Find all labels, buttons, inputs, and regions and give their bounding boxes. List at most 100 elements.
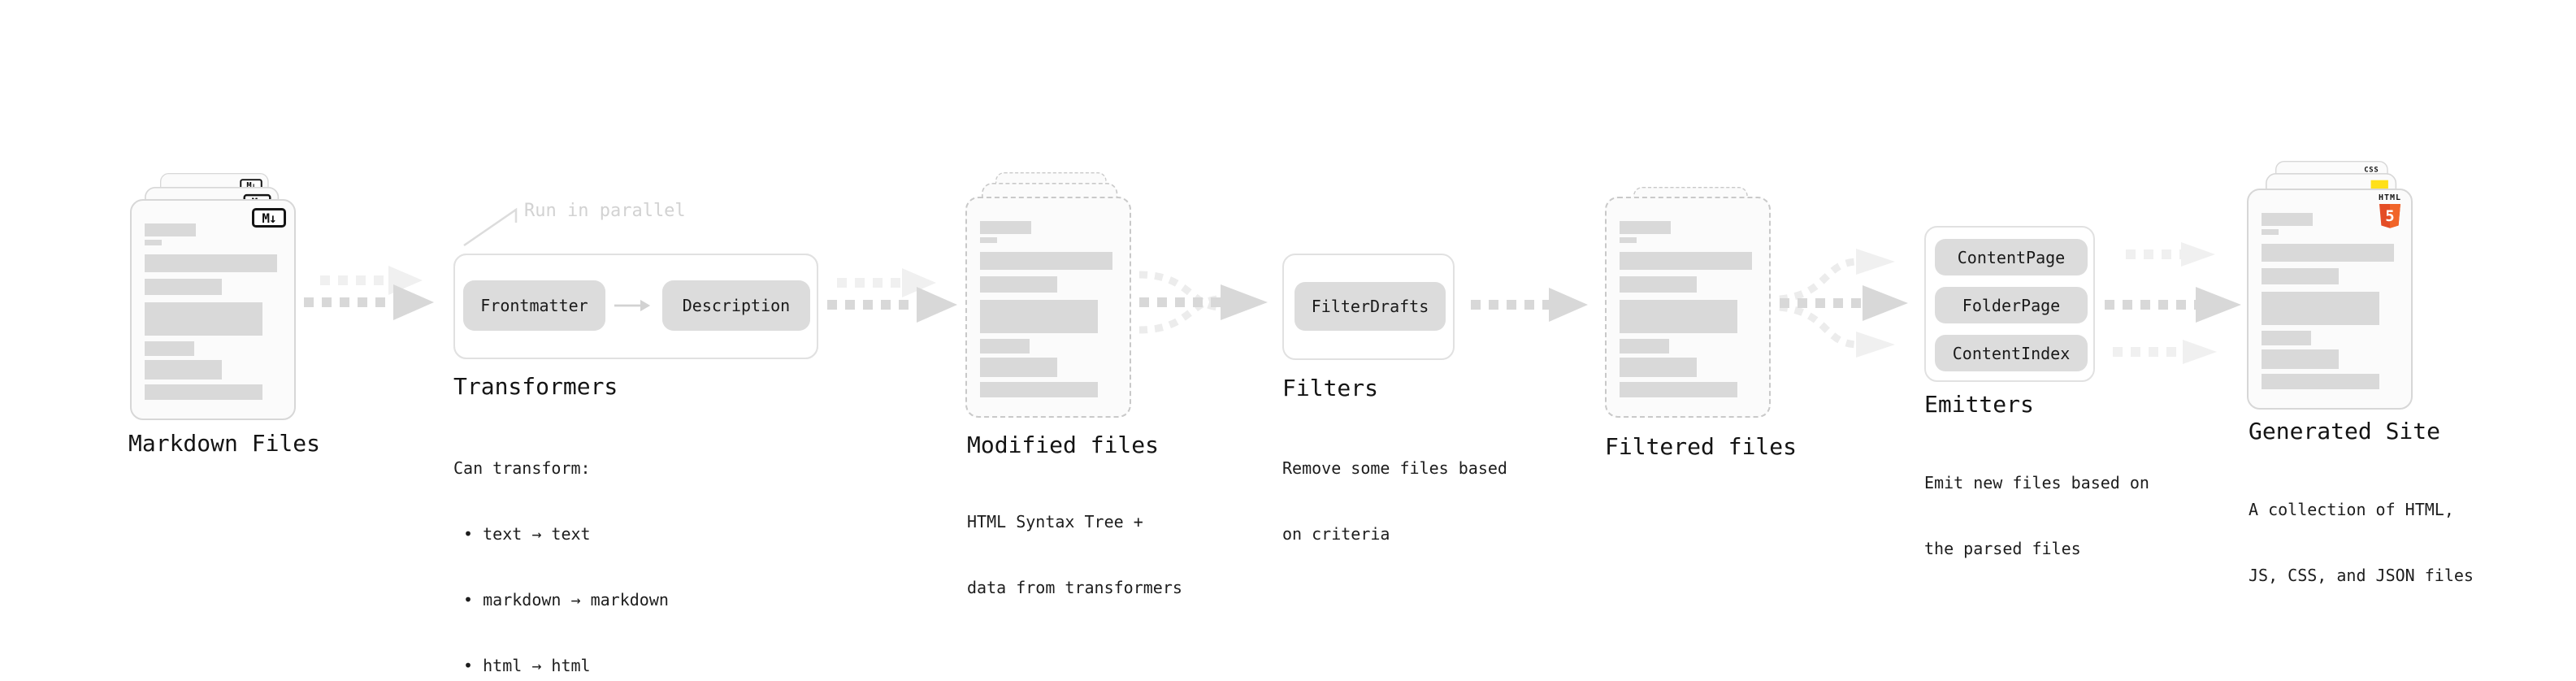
emitters-description: Emit new files based on the parsed files: [1924, 428, 2149, 604]
text-line-placeholder: [1620, 221, 1671, 234]
html5-shield: 5: [2379, 204, 2401, 228]
arrowhead-middle: [2196, 287, 2241, 323]
text-line-placeholder: [2262, 292, 2379, 325]
file-card: [1605, 197, 1771, 418]
emitter-contentpage: ContentPage: [1935, 239, 2088, 275]
text-line-placeholder: [2262, 229, 2279, 235]
transformers-bullet: • text → text: [453, 524, 591, 544]
text-line-placeholder: [1620, 237, 1637, 243]
arrow-modified-to-filters-converge: [1138, 271, 1268, 334]
markdown-badge-label: M↓: [246, 180, 256, 191]
leader-line: [463, 207, 518, 247]
text-line-placeholder: [1620, 276, 1697, 293]
run-in-parallel-leader-line: [463, 207, 518, 247]
generated-desc-line: JS, CSS, and JSON files: [2249, 566, 2474, 585]
text-line-placeholder: [145, 254, 277, 272]
filter-filterdrafts: FilterDrafts: [1295, 282, 1446, 331]
emitters-desc-line: the parsed files: [1924, 539, 2081, 558]
emitter-folderpage: FolderPage: [1935, 287, 2088, 323]
js-logo-badge: [2370, 180, 2388, 189]
arrowhead-bottom: [2183, 340, 2217, 364]
emitters-box: ContentPage FolderPage ContentIndex: [1924, 226, 2095, 382]
filters-box: FilterDrafts: [1282, 254, 1455, 360]
arrow-filters-to-filtered: [1471, 288, 1588, 322]
arrow-markdown-to-transformers: [304, 266, 434, 320]
text-line-placeholder: [980, 339, 1030, 354]
file-content-lines: [1620, 221, 1752, 397]
file-content-lines: [980, 221, 1112, 397]
generated-site-title: Generated Site: [2249, 418, 2441, 445]
diverge-path-bottom: [1779, 303, 1857, 349]
css-badge-label: CSS: [2364, 166, 2379, 175]
run-in-parallel-note: Run in parallel: [524, 201, 686, 221]
arrow-emitters-to-generated: [2105, 242, 2241, 364]
file-card: HTML 5: [2247, 189, 2413, 410]
modified-files-description: HTML Syntax Tree + data from transformer…: [967, 467, 1182, 643]
markdown-logo-badge: M↓: [252, 208, 286, 228]
text-line-placeholder: [2262, 374, 2379, 389]
transformer-box: Frontmatter Description: [453, 254, 818, 359]
arrow-transformers-to-modified: [827, 268, 957, 323]
arrow-filtered-to-emitters-diverge: [1779, 249, 1908, 358]
text-line-placeholder: [1620, 358, 1697, 377]
html5-badge-number: 5: [2385, 207, 2395, 225]
modified-desc-line: HTML Syntax Tree +: [967, 512, 1143, 531]
emitters-desc-line: Emit new files based on: [1924, 473, 2149, 492]
filters-description: Remove some files based on criteria: [1282, 414, 1507, 589]
text-line-placeholder: [980, 221, 1031, 234]
arrowhead-ghost: [902, 268, 936, 297]
text-line-placeholder: [2262, 268, 2339, 284]
filters-title: Filters: [1282, 375, 1379, 401]
filtered-files-title: Filtered files: [1605, 433, 1798, 460]
text-line-placeholder: [145, 360, 222, 380]
transformers-desc-heading: Can transform:: [453, 458, 591, 478]
arrowhead: [393, 284, 434, 320]
transformer-description: Description: [662, 280, 810, 331]
generated-site-description: A collection of HTML, JS, CSS, and JSON …: [2249, 455, 2474, 631]
text-line-placeholder: [980, 276, 1057, 293]
text-line-placeholder: [145, 302, 262, 336]
markdown-files-title: Markdown Files: [128, 430, 321, 457]
text-line-placeholder: [1620, 339, 1669, 354]
modified-desc-line: data from transformers: [967, 578, 1182, 597]
emitter-contentindex: ContentIndex: [1935, 335, 2088, 371]
transformers-bullet: • markdown → markdown: [453, 590, 669, 609]
text-line-placeholder: [980, 237, 997, 243]
text-line-placeholder: [2262, 244, 2394, 262]
transformer-frontmatter: Frontmatter: [463, 280, 605, 331]
text-line-placeholder: [980, 252, 1112, 270]
text-line-placeholder: [145, 223, 196, 236]
file-card: M↓: [130, 199, 296, 420]
arrowhead-top: [1856, 249, 1895, 275]
text-line-placeholder: [145, 240, 162, 245]
arrowhead: [1863, 285, 1908, 321]
transformers-description: Can transform: • text → text • markdown …: [453, 414, 669, 681]
text-line-placeholder: [145, 341, 194, 356]
text-line-placeholder: [145, 384, 262, 400]
filters-desc-line: on criteria: [1282, 524, 1390, 544]
html5-shield-icon: [2379, 204, 2400, 228]
emitters-title: Emitters: [1924, 391, 2034, 418]
diverge-path-top: [1779, 258, 1857, 303]
arrowhead: [1221, 284, 1268, 320]
arrowhead-bottom: [1856, 332, 1895, 358]
file-content-lines: [2262, 213, 2394, 389]
html5-logo-badge: HTML 5: [2379, 193, 2401, 228]
text-line-placeholder: [2262, 331, 2311, 345]
html5-badge-label: HTML: [2379, 193, 2402, 202]
arrowhead: [917, 287, 957, 323]
text-line-placeholder: [1620, 382, 1737, 397]
file-content-lines: [145, 223, 277, 400]
text-line-placeholder: [1620, 252, 1752, 270]
file-card: [965, 197, 1131, 418]
markdown-badge-label: M↓: [262, 210, 276, 226]
text-line-placeholder: [980, 358, 1057, 377]
transform-arrow-icon: [614, 300, 650, 311]
text-line-placeholder: [1620, 300, 1737, 333]
transformers-title: Transformers: [453, 373, 618, 400]
text-line-placeholder: [2262, 213, 2313, 226]
transformers-bullet: • html → html: [453, 656, 591, 675]
filters-desc-line: Remove some files based: [1282, 458, 1507, 478]
arrowhead-top: [2181, 242, 2215, 267]
